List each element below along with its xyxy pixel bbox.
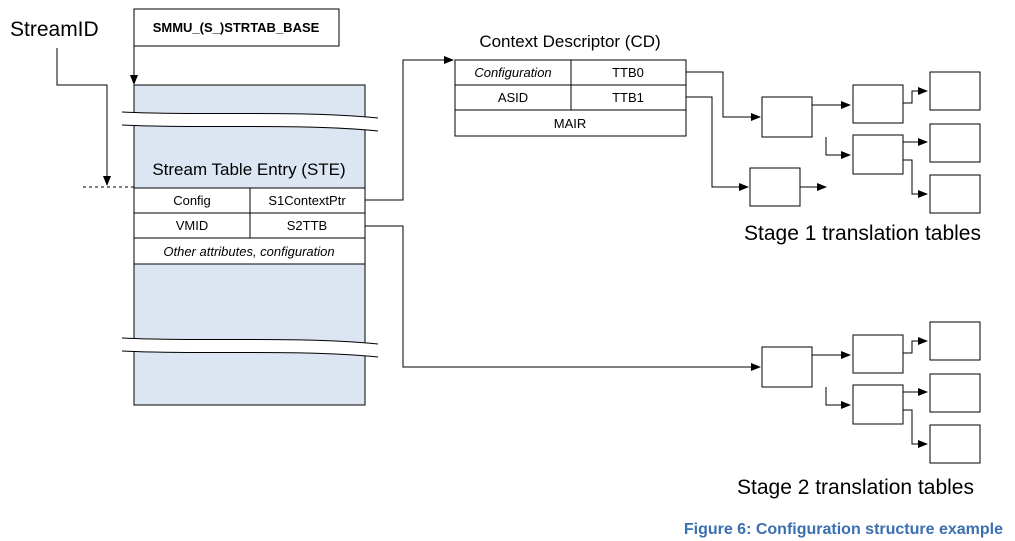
cd-cell-configuration <box>454 59 572 86</box>
ste-vmid-label: VMID <box>176 218 209 233</box>
stage1-caption: Stage 1 translation tables <box>744 222 981 245</box>
stage2-level3-table-c <box>929 424 981 464</box>
stage1-level3-table-c <box>929 174 981 214</box>
cd-ttb0-label: TTB0 <box>612 65 644 80</box>
ste-title: Stream Table Entry (STE) <box>152 160 345 179</box>
cd-cell-mair <box>454 109 687 137</box>
stage1-level2-table-b <box>852 134 904 175</box>
stage2-level3-table-b <box>929 373 981 413</box>
figure-caption: Figure 6: Configuration structure exampl… <box>684 521 1003 538</box>
stage2-level1-table <box>761 346 813 388</box>
cd-asid-label: ASID <box>498 90 528 105</box>
stage2-translation-tables <box>761 321 981 464</box>
cd-title: Context Descriptor (CD) <box>479 32 660 51</box>
stream-id-label: StreamID <box>10 18 99 41</box>
ttb1-connector <box>686 96 749 191</box>
strtab-base-register-label: SMMU_(S_)STRTAB_BASE <box>153 20 320 35</box>
ste-s2ttb-label: S2TTB <box>287 218 327 233</box>
s1contextptr-connector <box>365 56 454 201</box>
ste-config-label: Config <box>173 193 211 208</box>
strtab-base-register-box <box>133 8 340 47</box>
stage1-level1-table <box>761 96 813 138</box>
stage1-level3-table-a <box>929 71 981 111</box>
s2ttb-connector <box>365 225 761 371</box>
cd-cell-asid <box>454 84 572 111</box>
stage1-level3-table-b <box>929 123 981 163</box>
stage2-level3-table-a <box>929 321 981 361</box>
ste-s1contextptr-label: S1ContextPtr <box>268 193 346 208</box>
stage2-level2-table-a <box>852 334 904 374</box>
ttb0-connector <box>686 71 761 121</box>
ste-cell-other <box>133 237 366 265</box>
stage1-level2-table-a <box>852 84 904 124</box>
cd-cell-ttb0 <box>570 59 687 86</box>
ttb1-table <box>749 167 801 207</box>
stream-id-connector <box>56 48 111 186</box>
cd-configuration-label: Configuration <box>474 65 551 80</box>
stage2-caption: Stage 2 translation tables <box>737 476 974 499</box>
stage2-level2-table-b <box>852 384 904 425</box>
cd-mair-label: MAIR <box>554 116 587 131</box>
stage1-translation-tables <box>749 71 981 214</box>
cd-ttb1-label: TTB1 <box>612 90 644 105</box>
ste-other-label: Other attributes, configuration <box>163 244 334 259</box>
